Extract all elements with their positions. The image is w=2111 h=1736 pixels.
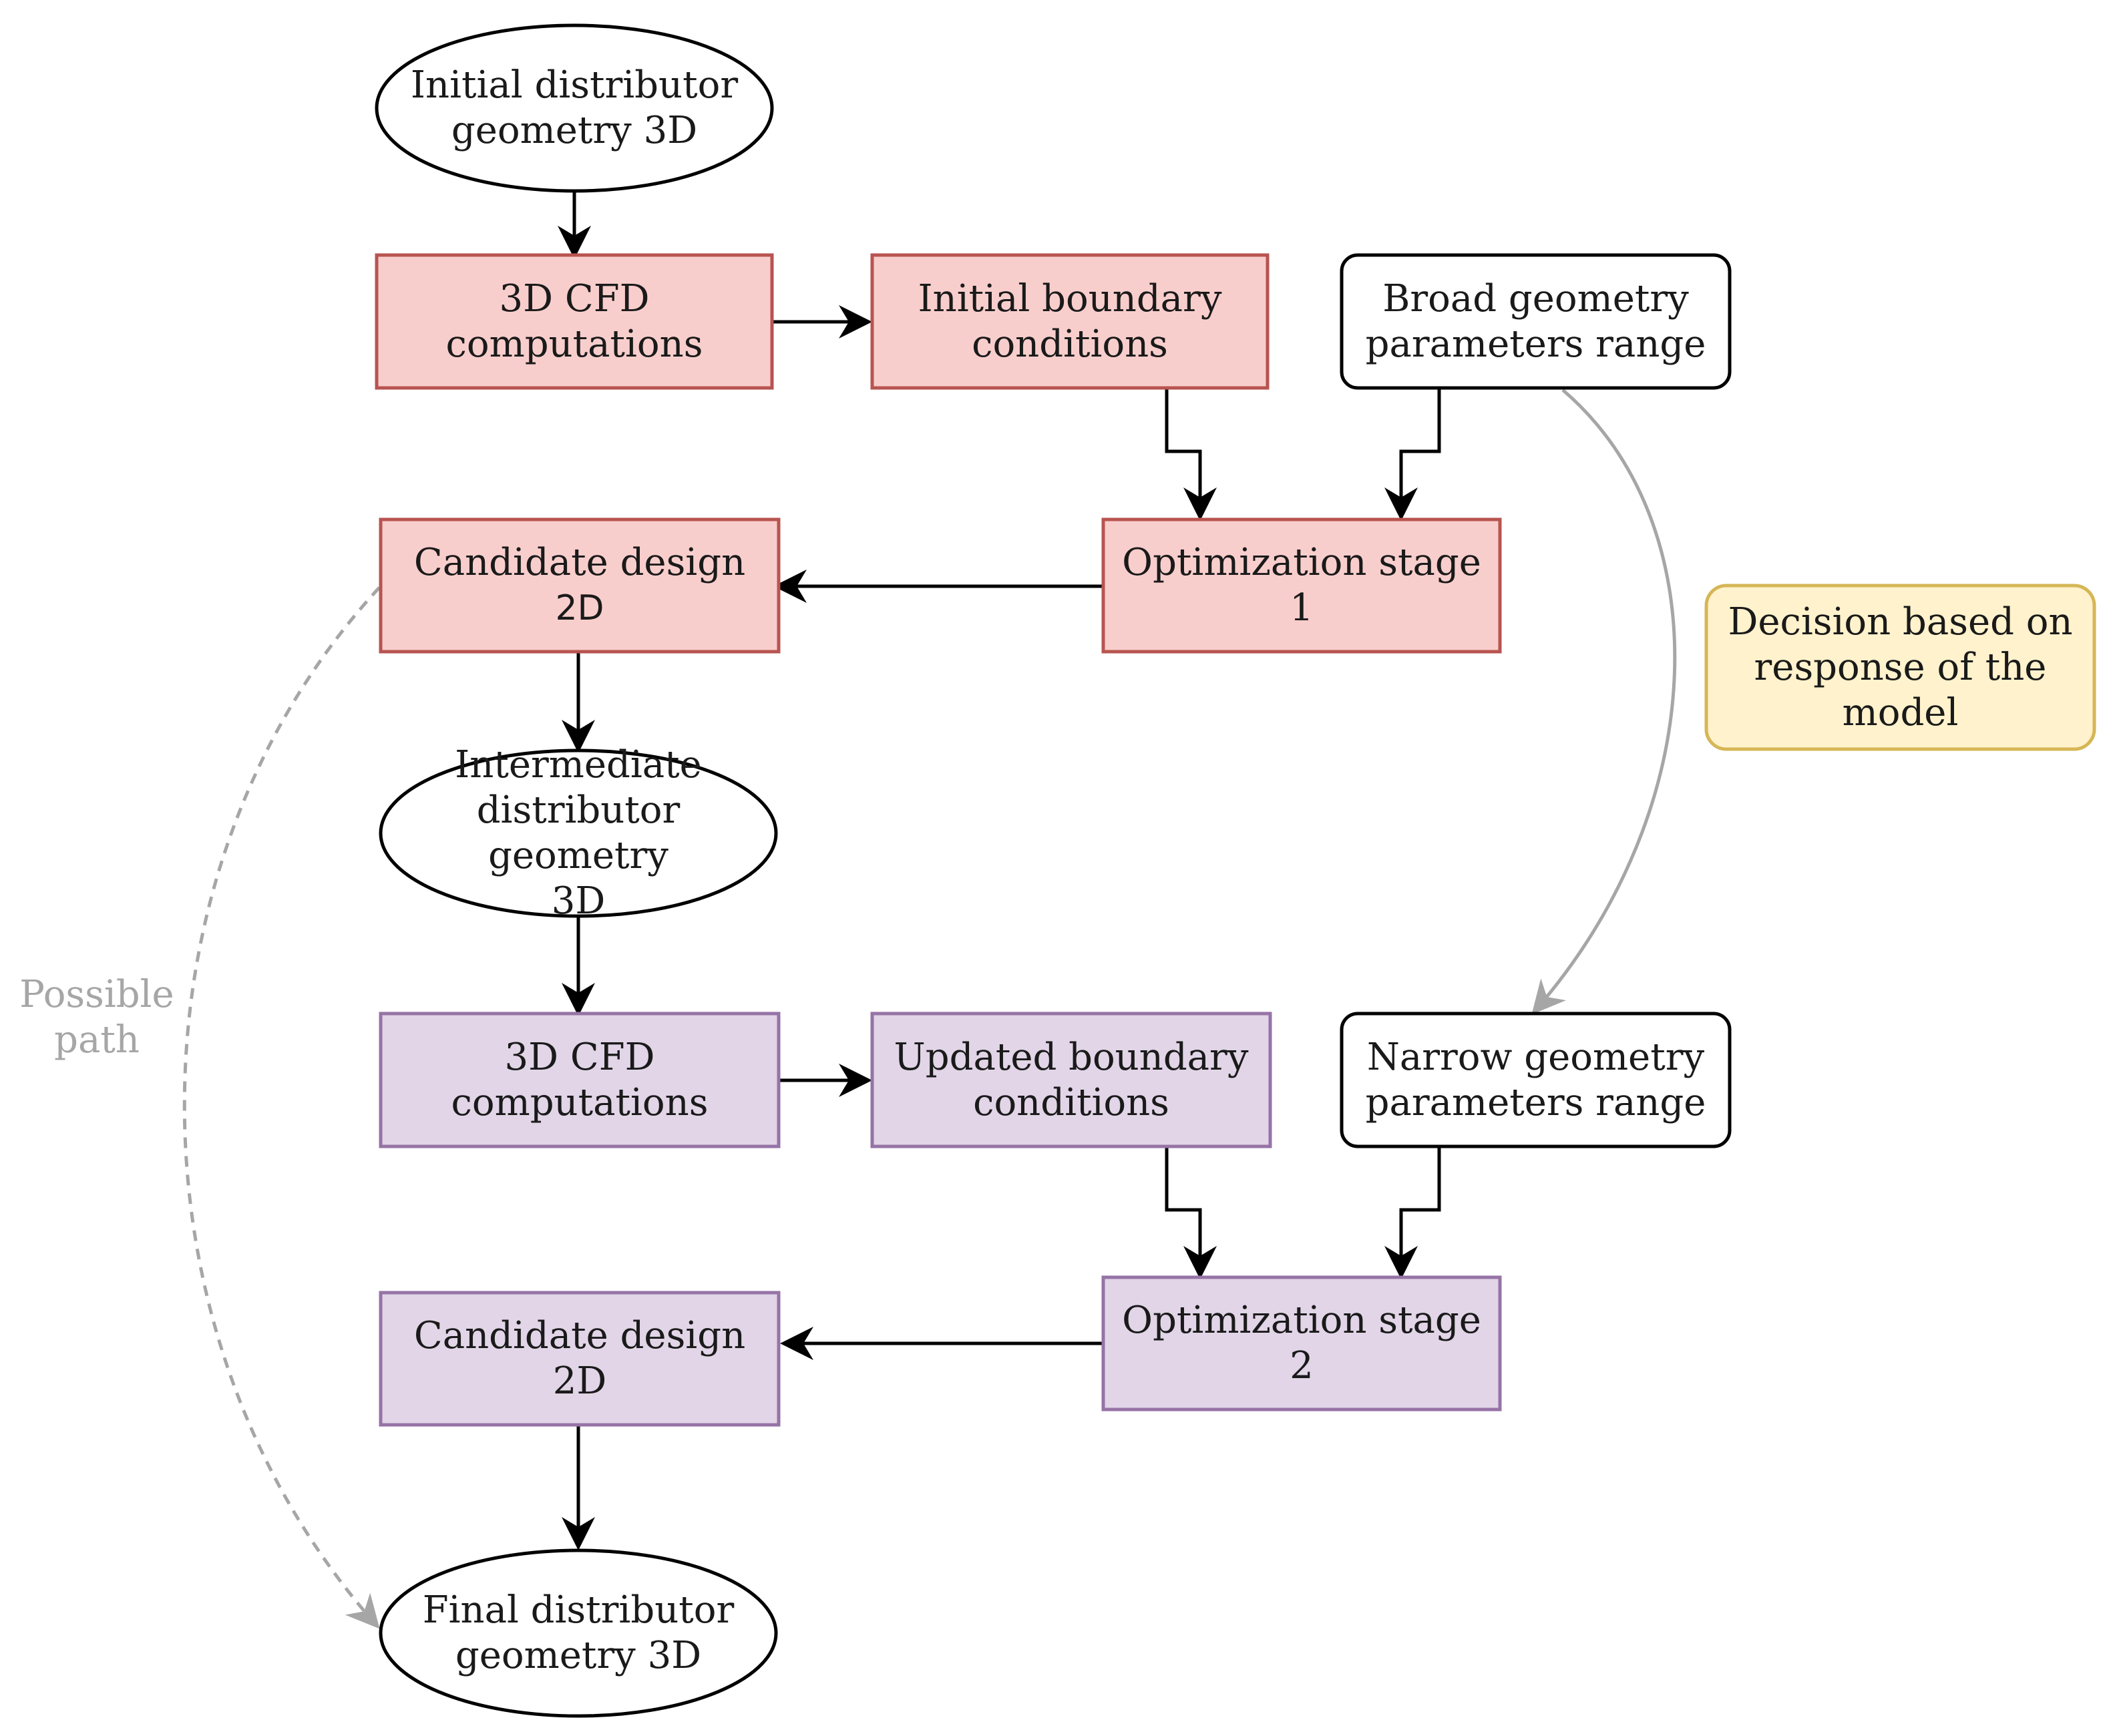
initial-geometry-line1: Initial distributor bbox=[410, 63, 739, 107]
arrow-broad-to-opt1 bbox=[1384, 389, 1441, 521]
arrow-possible-path-dashed bbox=[182, 586, 381, 1629]
initial-bc-node: Initial boundary conditions bbox=[872, 255, 1268, 388]
opt2-node: Optimization stage 2 bbox=[1103, 1277, 1500, 1409]
broad-range-node: Broad geometry parameters range bbox=[1342, 255, 1730, 388]
arrow-updated-bc-to-opt2 bbox=[1165, 1147, 1217, 1279]
broad-range-line2: parameters range bbox=[1365, 322, 1706, 366]
broad-range-line1: Broad geometry bbox=[1382, 276, 1689, 320]
intermediate-line2: distributor geometry bbox=[476, 789, 681, 877]
candidate1-line2: 2D bbox=[555, 588, 604, 628]
opt1-shape bbox=[1101, 517, 1502, 654]
cfd1-shape bbox=[375, 253, 774, 390]
decision-line3: model bbox=[1842, 690, 1959, 734]
final-geometry-line1: Final distributor bbox=[422, 1588, 735, 1632]
candidate2-node: Candidate design 2D bbox=[381, 1293, 779, 1425]
candidate1-node: Candidate design 2D bbox=[381, 519, 779, 652]
initial-geometry-node: Initial distributor geometry 3D bbox=[377, 25, 772, 191]
possible-path-line1: Possible bbox=[19, 973, 174, 1016]
updated-bc-line2: conditions bbox=[973, 1080, 1169, 1124]
intermediate-line3: 3D bbox=[551, 879, 606, 923]
intermediate-line1: Intermediate bbox=[455, 743, 702, 787]
narrow-range-line2: parameters range bbox=[1365, 1080, 1706, 1124]
initial-bc-line1: Initial boundary bbox=[918, 276, 1222, 320]
initial-bc-line2: conditions bbox=[972, 322, 1168, 366]
connectors bbox=[182, 192, 1677, 1629]
decision-node: Decision based on response of the model bbox=[1706, 586, 2094, 749]
narrow-range-shape bbox=[1340, 1012, 1732, 1148]
intermediate-shape bbox=[379, 748, 778, 918]
possible-path-line2: path bbox=[54, 1018, 140, 1062]
node-shapes bbox=[375, 23, 2096, 1718]
narrow-range-node: Narrow geometry parameters range bbox=[1342, 1014, 1730, 1146]
cfd2-line1: 3D CFD bbox=[504, 1035, 655, 1079]
cfd2-node: 3D CFD computations bbox=[381, 1014, 779, 1146]
arrow-broad-to-narrow-curved bbox=[1531, 389, 1677, 1015]
arrow-narrow-to-opt2 bbox=[1384, 1147, 1441, 1279]
updated-bc-node: Updated boundary conditions bbox=[872, 1014, 1270, 1146]
candidate2-shape bbox=[379, 1291, 781, 1427]
intermediate-node: Intermediate distributor geometry 3D bbox=[381, 743, 776, 923]
updated-bc-shape bbox=[870, 1012, 1272, 1148]
final-geometry-shape bbox=[379, 1548, 778, 1718]
candidate1-line1: Candidate design bbox=[413, 541, 746, 584]
candidate1-shape bbox=[379, 517, 781, 654]
final-geometry-node: Final distributor geometry 3D bbox=[381, 1550, 776, 1716]
cfd2-line2: computations bbox=[451, 1080, 709, 1124]
initial-bc-shape bbox=[870, 253, 1270, 390]
opt2-shape bbox=[1101, 1275, 1502, 1412]
updated-bc-line1: Updated boundary bbox=[894, 1035, 1249, 1079]
opt1-node: Optimization stage 1 bbox=[1103, 519, 1500, 652]
cfd2-shape bbox=[379, 1012, 781, 1148]
initial-geometry-shape bbox=[375, 23, 774, 193]
cfd1-line2: computations bbox=[445, 322, 703, 366]
cfd1-line1: 3D CFD bbox=[499, 276, 650, 320]
broad-range-shape bbox=[1340, 253, 1732, 390]
arrow-initial-bc-to-opt1 bbox=[1165, 389, 1217, 521]
decision-line2: response of the bbox=[1754, 645, 2047, 689]
initial-geometry-line2: geometry 3D bbox=[451, 109, 698, 152]
decision-shape bbox=[1704, 584, 2096, 751]
candidate2-line2: 2D bbox=[552, 1359, 607, 1403]
possible-path-label: Possible path bbox=[13, 972, 180, 1063]
opt1-line1: Optimization stage bbox=[1122, 541, 1481, 584]
cfd1-node: 3D CFD computations bbox=[377, 255, 772, 388]
decision-line1: Decision based on bbox=[1728, 600, 2073, 644]
candidate2-line1: Candidate design bbox=[413, 1314, 746, 1357]
narrow-range-line1: Narrow geometry bbox=[1366, 1035, 1705, 1079]
opt2-line1: Optimization stage bbox=[1122, 1299, 1481, 1342]
opt2-line2: 2 bbox=[1290, 1344, 1314, 1387]
opt1-line2: 1 bbox=[1290, 586, 1314, 630]
final-geometry-line2: geometry 3D bbox=[455, 1634, 702, 1677]
